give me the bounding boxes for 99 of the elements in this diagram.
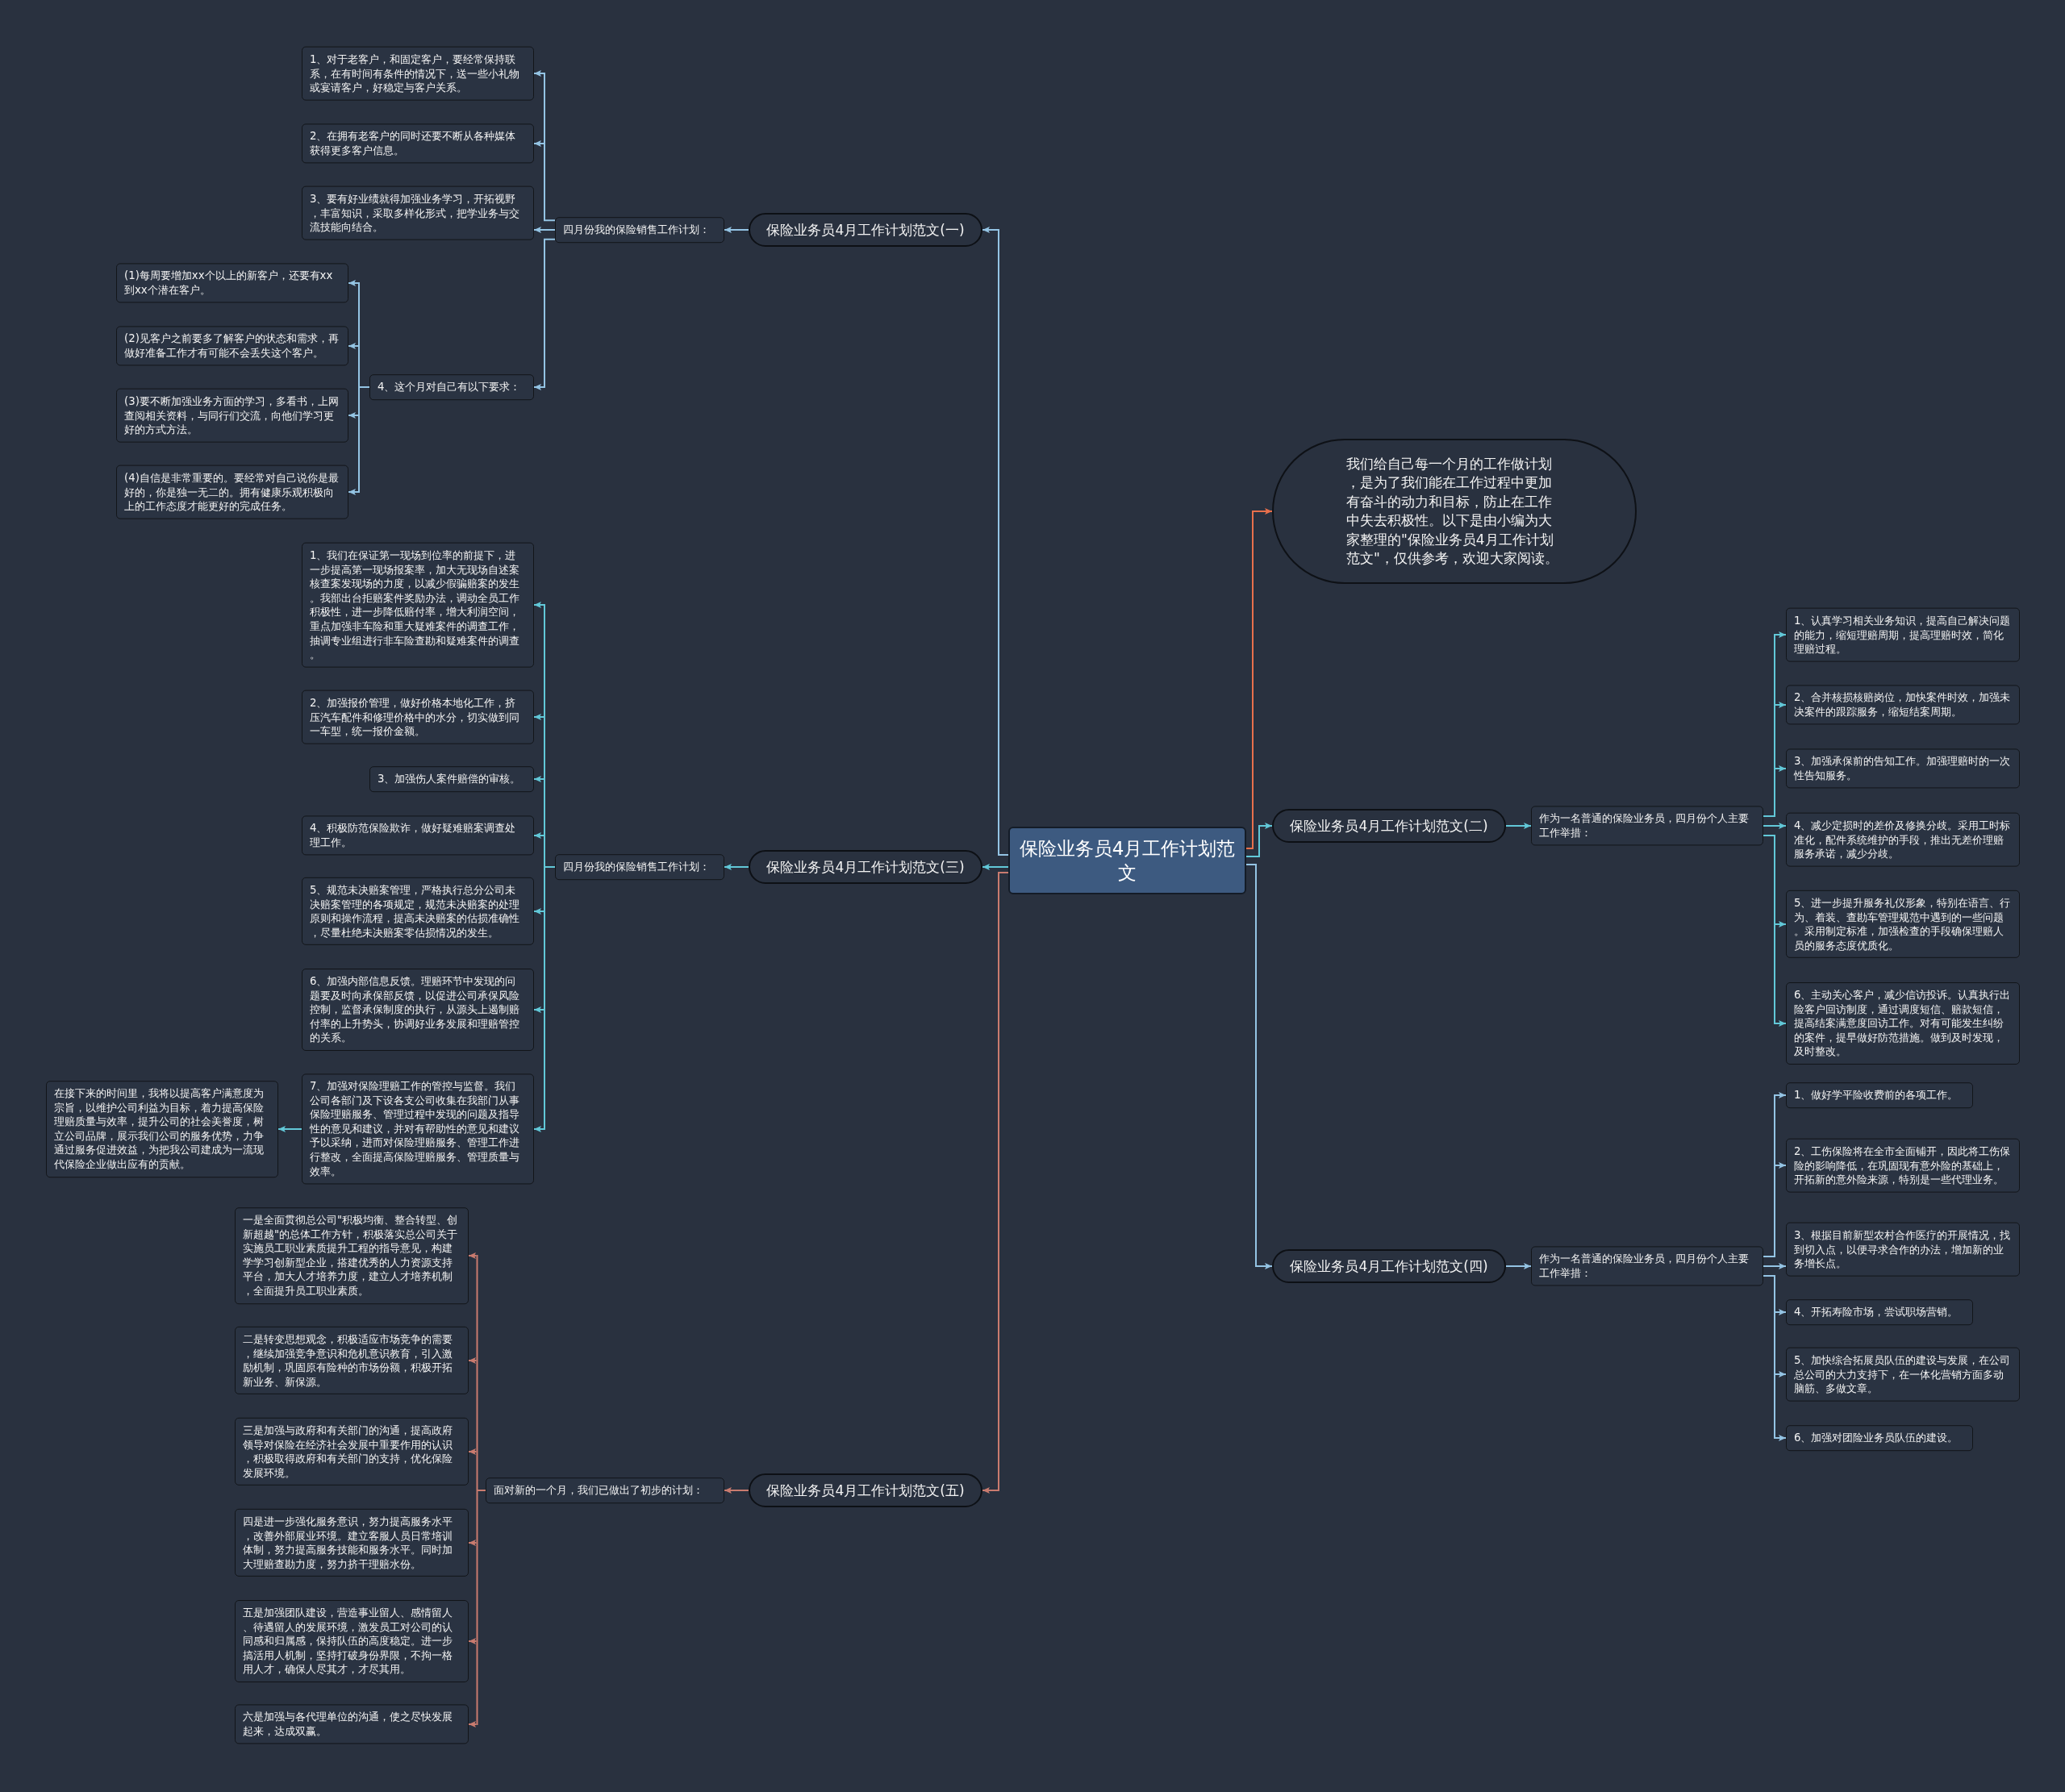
connector-arrow (1775, 702, 1787, 708)
connector-arrow (348, 343, 359, 349)
connector-arrow (468, 1252, 478, 1259)
connector-line (476, 1254, 486, 1726)
connector-arrow (1775, 1092, 1787, 1098)
subtopic-box: 面对新的一个月，我们已做出了初步的计划： (486, 1477, 724, 1503)
note-box: (4)自信是非常重要的。要经常对自己说你是最好的，你是独一无二的。拥有健康乐观积极向上的工作态度才能更好的完成任务。 (116, 465, 348, 519)
subtopic-box: 作为一名普通的保险业务员，四月份个人主要工作举措： (1531, 806, 1763, 846)
note-box: 二是转变思想观念，积极适应市场竞争的需要，继续加强竞争意识和危机意识教育，引入激励机制，巩固原有险种的市场份额，积极开拓新业务、新保源。 (235, 1326, 469, 1395)
note-box: 2、加强报价管理，做好价格本地化工作，挤压汽车配件和修理价格中的水分，切实做到同一车型，统一报价金额。 (302, 690, 534, 744)
connector-line (544, 72, 556, 223)
connector-arrow (1775, 1162, 1787, 1169)
connector-arrow (1505, 1263, 1532, 1269)
connector-arrow (982, 864, 1009, 870)
note-box: 1、做好学平险收费前的各项工作。 (1786, 1082, 1973, 1108)
connector-arrow (1775, 1309, 1787, 1315)
connector-arrow (277, 1126, 302, 1132)
connector-line (544, 603, 556, 1131)
note-box: 3、要有好业绩就得加强业务学习，开拓视野，丰富知识，采取多样化形式，把学业务与交流技能向结合。 (302, 185, 534, 240)
central-topic-box: 保险业务员4月工作计划范文 (1008, 827, 1246, 894)
connector-line (358, 281, 370, 494)
note-box: 3、加强伤人案件赔偿的审核。 (369, 766, 534, 792)
note-box: 一是全面贯彻总公司"积极均衡、整合转型、创新超越"的总体工作方针，积极落实总公司关于实施员工职业素质提升工程的指导意见，构建学学习创新型企业，搭建优秀的人力资源支持平台，加大人才培养力度，建立人才培养机制，全面提升员工职业素质。 (235, 1207, 469, 1304)
connector-arrow (1245, 508, 1273, 849)
connector-arrow (533, 140, 544, 147)
note-box: 3、加强承保前的告知工作。加强理赔时的一次性告知服务。 (1786, 748, 2020, 789)
note-box: 5、进一步提升服务礼仪形象，特别在语言、行为、着装、查勘车管理规范中遇到的一些问题。采用制定标准，加强检查的手段确保理赔人员的服务态度优质化。 (1786, 890, 2020, 959)
connector-arrow (533, 238, 556, 390)
connector-arrow (982, 872, 1009, 1494)
note-box: 2、合并核损核赔岗位，加快案件时效，加强未决案件的跟踪服务，缩短结案周期。 (1786, 685, 2020, 725)
connector-arrow (1763, 1263, 1787, 1269)
note-box: 4、减少定损时的差价及修换分歧。采用工时标准化，配件系统维护的手段，推出无差价理赔服务承诺，减少分歧。 (1786, 812, 2020, 867)
connector-arrow (533, 908, 544, 915)
branch-topic-pill: 保险业务员4月工作计划范文(一) (749, 213, 982, 247)
note-box: 5、加快综合拓展员队伍的建设与发展，在公司总公司的大力支持下，在一体化营销方面多动脑筋、多做文章。 (1786, 1347, 2020, 1402)
connector-arrow (468, 1721, 478, 1727)
subtopic-box: 4、这个月对自己有以下要求： (369, 374, 534, 400)
connector-arrow (1763, 823, 1787, 829)
connector-arrow (348, 280, 359, 286)
connector-arrow (533, 70, 544, 77)
branch-topic-pill: 保险业务员4月工作计划范文(四) (1272, 1249, 1506, 1283)
connector-line (1763, 1274, 1775, 1440)
note-box: 6、加强内部信息反馈。理赔环节中发现的问题要及时向承保部反馈，以促进公司承保风险控制，监督承保制度的执行，从源头上遏制赔付率的上升势头，协调好业务发展和理赔管控的关系。 (302, 969, 534, 1051)
note-box: (1)每周要增加xx个以上的新客户，还要有xx到xx个潜在客户。 (116, 263, 348, 303)
branch-topic-pill: 保险业务员4月工作计划范文(五) (749, 1473, 982, 1507)
subtopic-box: 四月份我的保险销售工作计划： (555, 854, 724, 880)
connector-arrow (348, 412, 359, 419)
connector-arrow (724, 227, 749, 233)
connector-arrow (1775, 765, 1787, 772)
connector-arrow (468, 1540, 478, 1546)
note-box: 六是加强与各代理单位的沟通，使之尽快发展起来，达成双赢。 (235, 1704, 469, 1744)
note-box: 6、主动关心客户，减少信访投诉。认真执行出险客户回访制度，通过调度短信、赔款短信，提高结案满意度回访工作。对有可能发生纠纷的案件，提早做好防范措施。做到及时发现，及时整改。 (1786, 982, 2020, 1065)
subtopic-box: 四月份我的保险销售工作计划： (555, 217, 724, 243)
connector-arrow (724, 864, 749, 870)
note-box: 2、工伤保险将在全市全面铺开，因此将工伤保险的影响降低，在巩固现有意外险的基础上，开拓新的意外险来源，特别是一些代理业务。 (1786, 1138, 2020, 1193)
note-box: 1、我们在保证第一现场到位率的前提下，进一步提高第一现场报案率，加大无现场自述案核查案发现场的力度，以减少假骗赔案的发生。我部出台拒赔案件奖励办法，调动全员工作积极性，进一步降低赔付率，增大利润空间，重点加强非车险和重大疑难案件的调查工作，抽调专业组进行非车险查勘和疑难案件的调查。 (302, 542, 534, 668)
connector-arrow (533, 1126, 544, 1132)
connector-arrow (533, 602, 544, 608)
note-box: 4、开拓寿险市场，尝试职场营销。 (1786, 1299, 1973, 1325)
connector-arrow (468, 1357, 478, 1364)
connector-arrow (348, 489, 359, 495)
connector-arrow (1775, 1371, 1787, 1377)
note-box: (2)见客户之前要多了解客户的状态和需求，再做好准备工作才有可能不会丢失这个客户。 (116, 326, 348, 366)
intro-bubble: 我们给自己每一个月的工作做计划，是为了我们能在工作过程中更加有奋斗的动力和目标，防止在工作中失去积极性。以下是由小编为大家整理的"保险业务员4月工作计划范文"，仅供参考，欢迎大家阅读。 (1272, 439, 1637, 584)
connector-arrow (533, 776, 544, 782)
connector-arrow (724, 1487, 749, 1494)
note-box: 五是加强团队建设，营造事业留人、感情留人、待遇留人的发展环境，激发员工对公司的认同感和归属感，保持队伍的高度稳定。进一步搞活用人机制，坚持打破身份界限，不拘一格用人才，确保人尽其才，才尽其用。 (235, 1600, 469, 1682)
note-box: 四是进一步强化服务意识，努力提高服务水平，改善外部展业环境。建立客服人员日常培训体制，努力提高服务技能和服务水平。同时加大理赔查勘力度，努力挤干理赔水份。 (235, 1508, 469, 1577)
connector-arrow (533, 714, 544, 720)
note-box: 7、加强对保险理赔工作的管控与监督。我们公司各部门及下设各支公司收集在我部门从事保险理赔服务、管理过程中发现的问题及指导性的意见和建议，并对有帮助性的意见和建议予以采纳，进而对保险理赔服务、管理工作进行整改，全面提高保险理赔服务、管理质量与效率。 (302, 1073, 534, 1185)
note-box: 三是加强与政府和有关部门的沟通，提高政府领导对保险在经济社会发展中重要作用的认识，积极取得政府和有关部门的支持，优化保险发展环境。 (235, 1417, 469, 1486)
note-box: (3)要不断加强业务方面的学习，多看书，上网查阅相关资料，与同行们交流，向他们学习更好的方式方法。 (116, 388, 348, 443)
branch-topic-pill: 保险业务员4月工作计划范文(二) (1272, 809, 1506, 843)
connector-line (1763, 633, 1775, 818)
connector-line (1763, 1094, 1775, 1258)
note-box: 1、对于老客户，和固定客户，要经常保持联系，在有时间有条件的情况下，送一些小礼物或宴请客户，好稳定与客户关系。 (302, 46, 534, 101)
note-box: 2、在拥有老客户的同时还要不断从各种媒体获得更多客户信息。 (302, 123, 534, 164)
subtopic-box: 作为一名普通的保险业务员，四月份个人主要工作举措： (1531, 1246, 1763, 1286)
connector-arrow (982, 227, 1009, 856)
connector-arrow (1775, 921, 1787, 927)
connector-line (1763, 834, 1775, 1025)
note-box: 1、认真学习相关业务知识，提高自己解决问题的能力，缩短理赔周期，提高理赔时效，简化理赔过程。 (1786, 607, 2020, 662)
connector-arrow (1245, 823, 1273, 857)
note-box: 3、根据目前新型农村合作医疗的开展情况，找到切入点，以便寻求合作的办法，增加新的业务增长点。 (1786, 1222, 2020, 1277)
note-box: 5、规范未决赔案管理，严格执行总分公司未决赔案管理的各项规定，规范未决赔案的处理原则和操作流程，提高未决赔案的估损准确性，尽量杜绝未决赔案零估损情况的发生。 (302, 877, 534, 946)
connector-arrow (468, 1638, 478, 1644)
connector-arrow (533, 832, 544, 839)
connector-arrow (468, 1448, 478, 1455)
branch-topic-pill: 保险业务员4月工作计划范文(三) (749, 850, 982, 884)
note-box: 6、加强对团险业务员队伍的建设。 (1786, 1425, 1973, 1451)
note-box: 在接下来的时间里，我将以提高客户满意度为宗旨，以维护公司利益为目标，着力提高保险理赔质量与效率，提升公司的社会美誉度，树立公司品牌，展示我们公司的服务优势，力争通过服务促进效益，为把我公司建成为一流现代保险企业做出应有的贡献。 (46, 1081, 278, 1177)
connector-arrow (1775, 1435, 1787, 1441)
connector-arrow (1775, 631, 1787, 638)
connector-arrow (1245, 864, 1273, 1269)
connector-arrow (533, 227, 556, 233)
connector-arrow (1505, 823, 1532, 829)
connector-arrow (533, 1006, 544, 1013)
connector-arrow (1775, 1020, 1787, 1027)
note-box: 4、积极防范保险欺诈，做好疑难赔案调查处理工作。 (302, 815, 534, 856)
